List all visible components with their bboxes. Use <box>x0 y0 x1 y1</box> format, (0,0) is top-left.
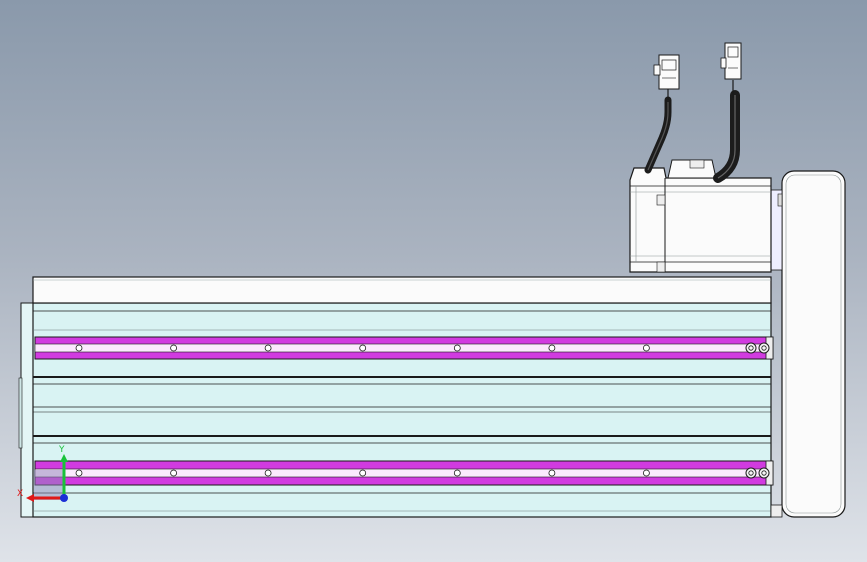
rail-hole-icon <box>75 344 83 352</box>
y-arrow-icon <box>60 454 68 462</box>
power-cable-highlight <box>647 100 669 171</box>
upper-rail-end-screws <box>745 342 770 354</box>
screw-icon <box>761 470 767 476</box>
rail-hole-icon <box>359 344 367 352</box>
rail-hole-icon <box>643 469 650 477</box>
screw-icon <box>745 342 757 354</box>
motor-end-cap[interactable] <box>770 170 846 518</box>
left-end-block <box>20 302 34 518</box>
upper-rail-holes <box>75 344 650 352</box>
rail-hole-icon <box>453 469 461 477</box>
rail-hole-icon <box>170 469 178 477</box>
upper-rail[interactable] <box>34 336 774 360</box>
rail-hole-icon <box>75 469 83 477</box>
rail-hole-icon <box>264 469 272 477</box>
power-connector[interactable] <box>653 54 680 102</box>
y-axis-label: Y <box>58 445 65 455</box>
end-cap-body <box>781 170 846 518</box>
triad-plane <box>34 470 64 500</box>
power-cable[interactable] <box>644 96 672 174</box>
screw-icon <box>758 342 770 354</box>
connector-body <box>724 42 742 80</box>
screw-icon <box>758 467 770 479</box>
encoder-cable-line <box>713 90 740 183</box>
rail-hole-icon <box>359 469 367 477</box>
x-axis-label: X <box>17 489 23 499</box>
top-plate-body <box>32 276 772 304</box>
screw-icon <box>748 470 754 476</box>
x-arrow-icon <box>26 494 34 502</box>
rail-hole-icon <box>548 344 556 352</box>
coordinate-triad: X Y <box>17 445 68 502</box>
lower-rail-end-screws <box>745 467 770 479</box>
screw-icon <box>745 467 757 479</box>
left-end-tab <box>18 377 23 449</box>
lower-rail[interactable] <box>34 460 774 486</box>
servo-motor[interactable] <box>629 159 772 273</box>
encoder-cable[interactable] <box>713 90 740 183</box>
rail-hole-icon <box>643 344 650 352</box>
end-cap-foot <box>770 504 783 518</box>
connector-latch <box>720 57 727 69</box>
encoder-cable-highlight <box>717 95 736 179</box>
flange-bolt-icon <box>777 193 783 207</box>
lower-rail-holes <box>75 469 650 477</box>
lower-rail-slot <box>34 468 774 478</box>
top-plate[interactable] <box>32 276 772 304</box>
z-axis-icon <box>60 494 68 502</box>
connector-slot <box>727 46 739 58</box>
motor-bolt-icon <box>656 194 666 206</box>
power-cable-line <box>644 96 672 174</box>
motor-housing <box>629 167 772 273</box>
screw-icon <box>761 345 767 351</box>
encoder-connector[interactable] <box>720 42 742 98</box>
rail-hole-icon <box>264 344 272 352</box>
connector-latch <box>653 64 661 76</box>
connector-socket <box>689 159 705 169</box>
rail-hole-icon <box>548 469 556 477</box>
upper-rail-slot <box>34 343 774 353</box>
rail-hole-icon <box>170 344 178 352</box>
connector-slot <box>661 59 677 71</box>
screw-icon <box>748 345 754 351</box>
end-cap-inner-edge <box>785 174 842 514</box>
rail-hole-icon <box>453 344 461 352</box>
motor-bolt-icon <box>656 261 666 273</box>
